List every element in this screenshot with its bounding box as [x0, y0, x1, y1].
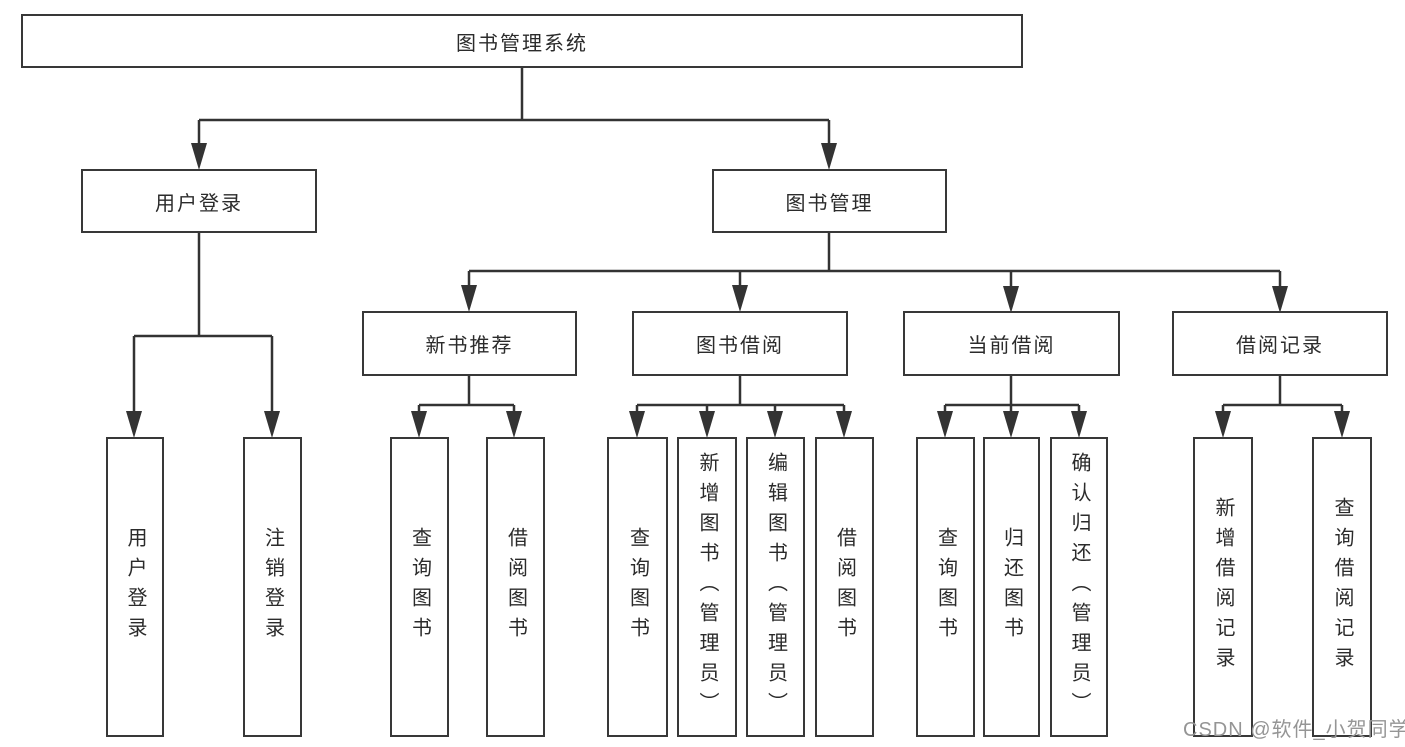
leaf-confirm-return-admin: 确认归还（管理员）: [1050, 437, 1108, 737]
leaf-user-login: 用户登录: [106, 437, 164, 737]
leaf-label: 确认归还（管理员）: [1068, 452, 1090, 722]
leaf-label: 编辑图书（管理员）: [764, 452, 787, 722]
leaf-return-books: 归还图书: [983, 437, 1040, 737]
leaf-query-borrow-record: 查询借阅记录: [1312, 437, 1372, 737]
leaf-borrow-books-recommendation: 借阅图书: [486, 437, 545, 737]
leaf-borrow-books-borrowing: 借阅图书: [815, 437, 874, 737]
leaf-label: 新增图书（管理员）: [696, 452, 718, 722]
csdn-watermark: CSDN @软件_小贺同学: [1183, 719, 1405, 741]
leaf-label: 查询图书: [626, 527, 649, 647]
node-current-borrowing: 当前借阅: [903, 311, 1120, 376]
leaf-label: 注销登录: [261, 527, 284, 647]
leaf-query-books-borrowing: 查询图书: [607, 437, 668, 737]
node-book-borrowing: 图书借阅: [632, 311, 848, 376]
node-label: 用户登录: [155, 192, 243, 215]
leaf-query-books-current: 查询图书: [916, 437, 975, 737]
leaf-label: 查询图书: [408, 527, 431, 647]
node-label: 图书管理系统: [456, 32, 588, 55]
node-label: 借阅记录: [1236, 335, 1324, 357]
node-label: 图书管理: [785, 192, 874, 215]
leaf-edit-books-admin: 编辑图书（管理员）: [746, 437, 805, 737]
leaf-add-books-admin: 新增图书（管理员）: [677, 437, 737, 737]
leaf-logout: 注销登录: [243, 437, 302, 737]
node-label: 图书借阅: [696, 335, 784, 357]
leaf-query-books-recommendation: 查询图书: [390, 437, 449, 737]
leaf-label: 用户登录: [124, 527, 146, 647]
node-library-management-system: 图书管理系统: [21, 14, 1023, 68]
leaf-label: 归还图书: [1000, 527, 1023, 647]
leaf-label: 查询借阅记录: [1331, 497, 1353, 677]
leaf-label: 查询图书: [934, 527, 957, 647]
leaf-label: 借阅图书: [504, 527, 527, 647]
node-label: 新书推荐: [425, 335, 514, 357]
node-borrowing-records: 借阅记录: [1172, 311, 1388, 376]
leaf-label: 借阅图书: [833, 527, 856, 647]
leaf-label: 新增借阅记录: [1212, 497, 1234, 677]
node-new-book-recommendation: 新书推荐: [362, 311, 577, 376]
node-user-login: 用户登录: [81, 169, 317, 233]
node-label: 当前借阅: [967, 335, 1056, 357]
node-book-management: 图书管理: [712, 169, 947, 233]
leaf-add-borrow-record: 新增借阅记录: [1193, 437, 1253, 737]
